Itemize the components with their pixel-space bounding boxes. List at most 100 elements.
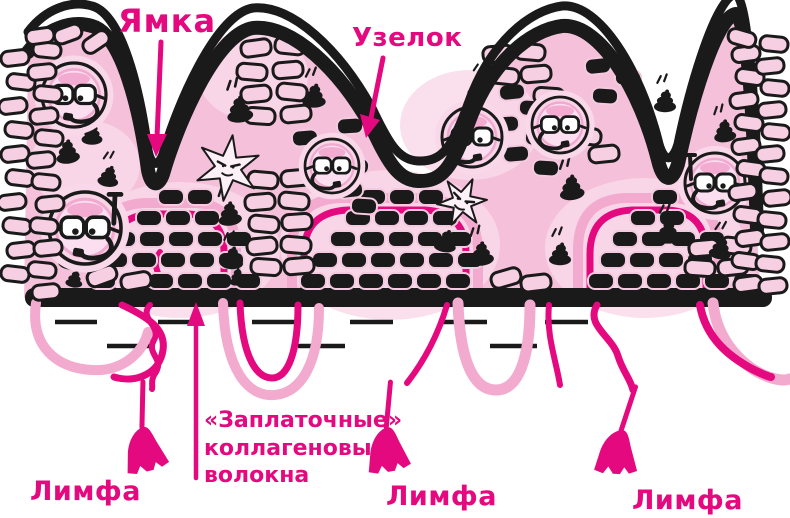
border-cell [34,194,66,214]
waste-pile-icon [220,230,244,270]
border-cell [757,276,789,296]
eye [477,137,483,143]
eye [324,166,330,172]
annotations: Ямка Узелок «Заплаточные» коллагеновые в… [30,2,742,516]
border-cell [0,144,31,164]
brick-cell-dark [415,272,443,290]
mask-lens [73,83,97,106]
star-mouth [453,204,465,211]
stink-lines [304,66,317,78]
lymph-vessel [452,297,536,396]
poop-blob [227,248,238,257]
poop-blob [220,208,238,219]
border-cell [759,232,790,252]
basement-membrane [25,288,772,307]
brick-cell-dark [340,251,368,269]
waste-pile-icon [55,122,80,164]
eye [336,166,342,172]
border-cell [33,128,65,148]
brick-cell-pink [243,191,277,213]
eye [88,228,96,235]
stink-lines [558,156,571,170]
brick-cell-dark [628,251,656,269]
poop-blob [663,221,675,230]
collagen-line3: волокна [204,463,309,488]
mask-lens [559,115,581,134]
brick-cell-dark [299,272,327,290]
border-cell [754,254,786,274]
brick-cell-dark [193,209,221,227]
brick-cell-dark [329,230,357,248]
brick-cell-pink [249,256,283,278]
border-cell [761,188,790,208]
brick-cell-pink [280,211,314,233]
snorkel-mouthpiece [63,112,74,121]
poop-tip [560,242,564,247]
border-cell [26,260,58,280]
eye [62,95,69,102]
poop-tip [66,139,71,144]
nodule-arrow-icon [360,55,386,138]
border-cell [1,216,33,236]
brick-cell-dark [164,209,192,227]
collagen-line2: коллагеновые [204,436,387,461]
border-cell [0,264,31,284]
poop-blob [719,121,730,130]
waste-pile-icon [302,66,326,108]
brick-cell-pink [271,59,305,81]
waste-pile-icon [653,73,677,113]
snorkel-mouthpiece [715,199,726,208]
brick-cell-dark [417,188,445,206]
mask-lens [59,215,86,240]
poop-tip [238,95,243,101]
cell-cap [58,72,90,86]
broom-icon [368,379,411,474]
brick-cell-pink [683,257,717,279]
brick-cell-dark [427,251,455,269]
border-cell [726,27,758,49]
star-microbe-icon [196,134,260,202]
border-cell [28,106,60,126]
brick-cell-dark [157,188,185,206]
eye [77,95,84,102]
poop-tip [668,219,673,224]
pink-brick-cells [85,35,753,294]
brick-cell-dark [611,230,639,248]
mask-lens [84,215,111,240]
star-pupil [231,165,235,169]
poop-tip [480,241,485,246]
cell-cap [318,147,346,158]
waste-pile-icon [229,255,247,286]
mask-lens [331,156,352,175]
scuba-cell-icon [525,90,595,160]
lymph-vessel [143,302,161,392]
border-cell [0,192,28,212]
brick-cell-dark [188,251,216,269]
brick-cell-dark [196,230,224,248]
border-cell-columns [0,22,790,302]
brick-cell-dark [444,272,472,290]
broom-icon [594,384,638,475]
poop-blob [660,91,671,100]
poop-blob [309,85,321,94]
poop-blob [659,226,677,237]
brick-cell-pink [239,37,273,59]
border-cell [81,29,111,55]
stink-lines [713,103,724,116]
waste-pile-icon [713,103,737,143]
eye [551,125,557,131]
border-cell [756,210,788,230]
star-mouth [221,172,234,177]
brick-cell-dark [531,158,561,178]
border-cell [5,240,37,260]
border-cell [32,84,64,104]
waste-pile-icon [469,224,494,266]
brick-cell-dark [616,272,644,290]
poop-blob [716,126,733,136]
lymph-vessel [236,299,302,382]
brick-cell-pink [239,83,273,105]
lymph-label-center: Лимфа [386,481,497,512]
brick-cell-dark [388,188,416,206]
poop-tip [722,236,726,241]
